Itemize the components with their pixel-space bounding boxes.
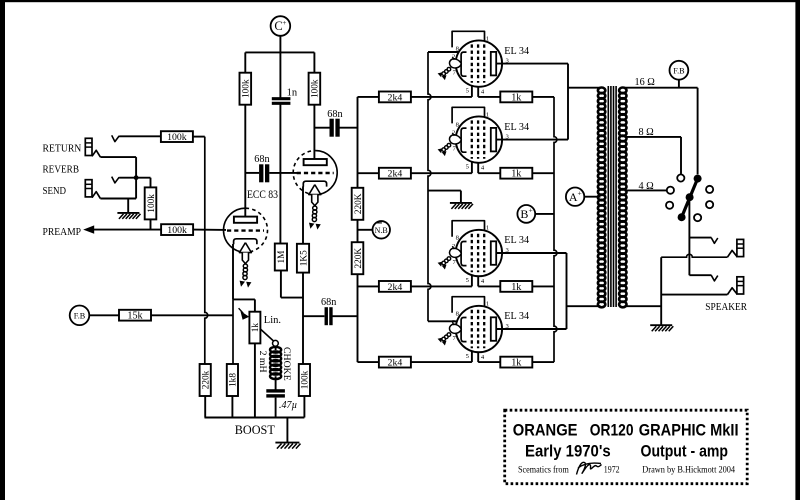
svg-text:16 Ω: 16 Ω [635, 77, 656, 88]
svg-text:A: A [569, 190, 578, 204]
svg-text:+: + [528, 206, 532, 215]
svg-text:2: 2 [452, 129, 455, 136]
svg-text:EL 34: EL 34 [504, 235, 529, 246]
svg-text:1k: 1k [251, 323, 261, 333]
svg-text:2k4: 2k4 [388, 358, 403, 369]
svg-text:B: B [520, 207, 528, 221]
svg-text:2k4: 2k4 [388, 92, 403, 103]
svg-text:220k: 220k [202, 370, 212, 389]
svg-text:C: C [274, 19, 282, 33]
svg-text:4: 4 [481, 165, 485, 172]
svg-text:F.B: F.B [74, 312, 86, 321]
svg-text:2: 2 [452, 53, 455, 60]
svg-text:5: 5 [466, 164, 470, 171]
svg-text:1972: 1972 [604, 465, 620, 475]
svg-text:SPEAKER: SPEAKER [705, 302, 747, 313]
svg-text:CHOKE: CHOKE [281, 347, 292, 381]
svg-text:4: 4 [481, 354, 485, 361]
svg-text:+: + [282, 18, 286, 27]
svg-text:3: 3 [505, 247, 509, 254]
svg-text:Lin.: Lin. [264, 315, 281, 326]
svg-text:Drawn by B.Hickmott 2004: Drawn by B.Hickmott 2004 [642, 466, 735, 476]
svg-text:REVERB: REVERB [43, 164, 80, 175]
svg-text:1M: 1M [277, 251, 287, 264]
svg-text:1k: 1k [511, 169, 522, 180]
svg-text:EL 34: EL 34 [504, 46, 529, 57]
svg-text:1: 1 [486, 301, 489, 308]
svg-text:2 mH: 2 mH [257, 351, 268, 373]
svg-text:68n: 68n [327, 109, 342, 120]
svg-text:ORANGE: ORANGE [513, 421, 578, 439]
svg-text:68n: 68n [254, 154, 269, 165]
svg-text:BOOST: BOOST [235, 423, 275, 437]
svg-text:100k: 100k [167, 132, 187, 143]
svg-text:1k: 1k [511, 358, 522, 369]
svg-text:2k4: 2k4 [388, 282, 403, 293]
svg-text:Scematics from: Scematics from [518, 465, 569, 476]
svg-text:1: 1 [486, 225, 489, 232]
svg-text:1k8: 1k8 [229, 373, 239, 387]
svg-text:8: 8 [456, 311, 460, 318]
svg-text:4 Ω: 4 Ω [639, 181, 655, 192]
svg-text:1K5: 1K5 [299, 250, 309, 266]
svg-text:7: 7 [452, 335, 456, 342]
svg-text:2k4: 2k4 [388, 169, 403, 180]
svg-text:Output - amp: Output - amp [641, 442, 729, 461]
svg-text:8: 8 [456, 45, 460, 52]
svg-text:7: 7 [452, 259, 456, 266]
svg-text:EL 34: EL 34 [504, 311, 529, 322]
svg-text:2: 2 [452, 319, 455, 326]
svg-text:F.B: F.B [673, 66, 685, 75]
svg-text:5: 5 [466, 88, 470, 95]
svg-text:100k: 100k [301, 370, 311, 389]
svg-text:100k: 100k [311, 79, 321, 98]
svg-text:Early 1970's: Early 1970's [525, 442, 611, 461]
svg-text:1: 1 [486, 35, 489, 42]
svg-text:7: 7 [452, 146, 456, 153]
svg-text:.47µ: .47µ [279, 400, 297, 411]
svg-text:4: 4 [481, 278, 485, 285]
svg-text:RETURN: RETURN [43, 143, 82, 154]
svg-text:SEND: SEND [43, 186, 67, 197]
svg-text:15k: 15k [127, 311, 143, 322]
svg-text:OR120: OR120 [590, 421, 634, 439]
svg-text:3: 3 [505, 323, 509, 330]
svg-text:N.B: N.B [375, 226, 388, 235]
svg-text:100k: 100k [242, 79, 252, 98]
svg-text:1k: 1k [511, 92, 522, 103]
svg-text:100k: 100k [147, 194, 157, 213]
svg-text:EL 34: EL 34 [504, 122, 529, 133]
svg-text:1: 1 [486, 111, 489, 118]
svg-text:7: 7 [452, 70, 456, 77]
svg-text:100k: 100k [167, 225, 187, 236]
svg-text:8 Ω: 8 Ω [639, 127, 655, 138]
svg-text:PREAMP: PREAMP [43, 227, 82, 238]
svg-text:4: 4 [481, 89, 485, 96]
svg-text:GRAPHIC MkII: GRAPHIC MkII [639, 421, 739, 439]
svg-text:3: 3 [505, 133, 509, 140]
svg-text:8: 8 [456, 121, 460, 128]
svg-text:68n: 68n [321, 297, 336, 308]
svg-text:5: 5 [466, 277, 470, 284]
svg-text:220K: 220K [354, 248, 364, 269]
svg-text:220K: 220K [354, 193, 364, 214]
svg-text:ECC 83: ECC 83 [247, 189, 278, 201]
svg-text:3: 3 [505, 57, 509, 64]
svg-text:8: 8 [456, 235, 460, 242]
svg-text:1k: 1k [511, 282, 522, 293]
svg-text:1n: 1n [287, 88, 298, 99]
svg-text:5: 5 [466, 353, 470, 360]
svg-text:2: 2 [452, 243, 455, 250]
svg-text:+: + [577, 188, 581, 197]
